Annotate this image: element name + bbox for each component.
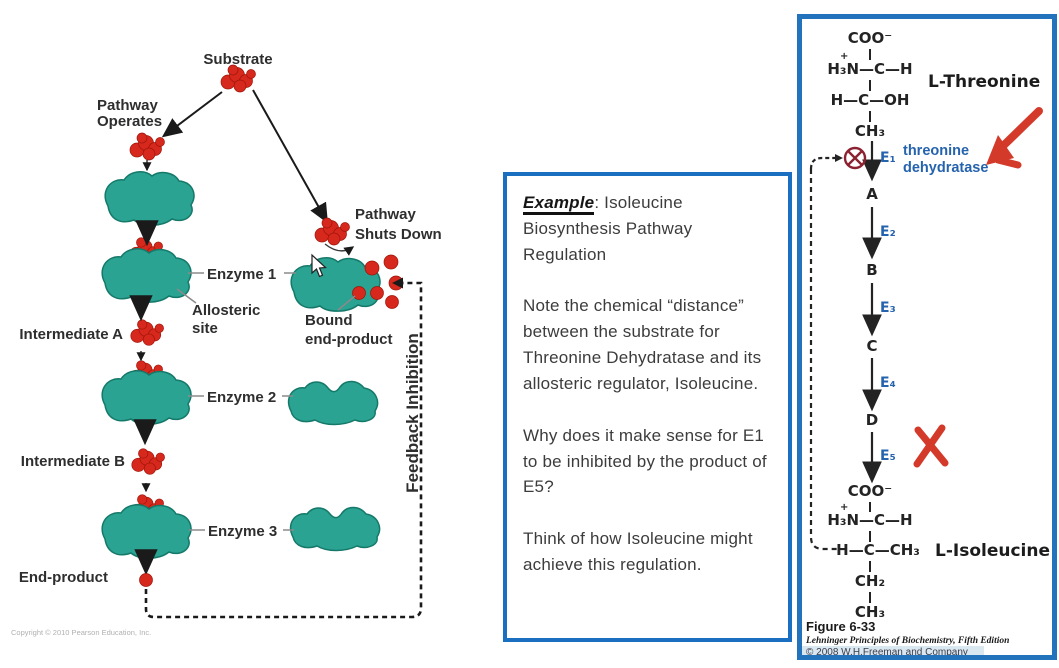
isoleucine-methyl-row: CH₃ <box>855 603 885 621</box>
note-paragraph-question: Why does it make sense for E1 to be inhi… <box>523 425 767 497</box>
pathway-operates-molecule <box>129 132 165 161</box>
intermediate-a-molecule <box>130 319 165 346</box>
threonine-dehydratase-label-2: dehydratase <box>903 160 988 176</box>
feedback-loop-arrowhead <box>392 277 403 289</box>
end-product-label: End-product <box>19 569 108 586</box>
isoleucine-branch-row: H—C—CH₃ <box>836 541 920 559</box>
pathway-shuts-down-label-2: Shuts Down <box>355 226 442 243</box>
intermediate-a: A <box>866 185 878 203</box>
enzyme2-label: Enzyme 2 <box>207 389 276 406</box>
rejected-substrate-molecule <box>314 217 350 246</box>
enzyme1-blob <box>101 248 192 303</box>
isoleucine-pathway-figure: COO⁻ + H₃N—C—H H—C—OH CH₃ L-Threonine E₁… <box>802 29 1050 658</box>
isoleucine-name: L-Isoleucine <box>935 541 1050 561</box>
figure-number: Figure 6-33 <box>806 619 875 634</box>
figure-source: Lehninger Principles of Biochemistry, Fi… <box>805 636 1009 646</box>
e5-label: E₅ <box>880 448 896 464</box>
threonine-amino-row: H₃N—C—H <box>827 60 912 78</box>
isoleucine-amino-row: H₃N—C—H <box>827 511 912 529</box>
substrate-left-arrow <box>161 91 223 138</box>
substrate-molecule <box>220 64 256 93</box>
allosteric-site-label-2: site <box>192 320 218 337</box>
red-x-annotation <box>913 424 949 468</box>
enzyme1-label: Enzyme 1 <box>207 266 276 283</box>
figure-6-33-panel: COO⁻ + H₃N—C—H H—C—OH CH₃ L-Threonine E₁… <box>797 14 1057 660</box>
substrate-right-arrow <box>252 89 328 224</box>
pathway-operates-label-1: Pathway <box>97 97 159 114</box>
intermediate-d: D <box>866 411 878 429</box>
enzyme2-relaxed-blob <box>287 380 379 426</box>
isoleucine-coo: COO⁻ <box>848 482 892 500</box>
note-heading-example: Example <box>523 193 595 215</box>
threonine-coo: COO⁻ <box>848 29 892 47</box>
mouse-cursor[interactable] <box>311 253 327 278</box>
figure-copyright: © 2008 W.H.Freeman and Company <box>806 647 968 655</box>
threonine-name: L-Threonine <box>928 72 1040 92</box>
enzyme3-relaxed-blob <box>289 506 381 552</box>
feedback-inhibition-diagram: Substrate Pathway Operates Pathway Shuts… <box>11 51 442 637</box>
e2-label: E₂ <box>880 224 896 240</box>
feedback-arrowhead <box>835 154 843 162</box>
threonine-dehydratase-label-1: threonine <box>903 143 969 159</box>
substrate-label: Substrate <box>203 51 272 68</box>
note-paragraph-think: Think of how Isoleucine might achieve th… <box>523 529 753 575</box>
end-product-molecule <box>139 573 153 587</box>
enzyme3-blob <box>101 504 192 559</box>
enzyme2-blob <box>101 370 192 425</box>
pathway-operates-label-2: Operates <box>97 113 162 130</box>
threonine-methyl-row: CH₃ <box>855 122 885 140</box>
isoleucine-plus-charge: + <box>840 502 848 513</box>
note-heading: Example: Isoleucine Biosynthesis Pathway… <box>523 190 772 267</box>
pearson-copyright: Copyright © 2010 Pearson Education, Inc. <box>11 628 151 637</box>
intermediate-a-label: Intermediate A <box>19 326 123 343</box>
substrate-reject-arrow <box>324 243 355 256</box>
inhibition-symbol <box>843 146 867 170</box>
enzyme-blob-top <box>104 171 195 226</box>
intermediate-b-label: Intermediate B <box>21 453 125 470</box>
bound-endproduct-pointer <box>337 295 356 311</box>
feedback-dashed-line <box>809 169 838 551</box>
intermediate-b-molecule <box>131 448 166 475</box>
note-paragraph-distance: Note the chemical “distance” between the… <box>523 296 762 393</box>
e3-label: E₃ <box>880 300 896 316</box>
feedback-inhibition-label: Feedback Inhibition <box>403 333 422 493</box>
allosteric-pointer <box>176 288 197 304</box>
e4-label: E₄ <box>880 375 896 391</box>
intermediate-b: B <box>866 261 877 279</box>
isoleucine-ch2-row: CH₂ <box>855 572 885 590</box>
feedback-dashed-top <box>809 156 838 170</box>
pathway-shuts-down-label-1: Pathway <box>355 206 417 223</box>
feedback-loop-dashed-line <box>144 281 423 619</box>
enzyme3-label: Enzyme 3 <box>208 523 277 540</box>
red-annotation-arrow <box>986 107 1043 169</box>
note-heading-rest: : Isoleucine Biosynthesis Pathway Regula… <box>523 193 693 264</box>
threonine-hydroxyl-row: H—C—OH <box>831 91 910 109</box>
allosteric-site-label-1: Allosteric <box>192 302 260 319</box>
note-box: Example: Isoleucine Biosynthesis Pathway… <box>503 172 792 642</box>
intermediate-c: C <box>866 337 877 355</box>
threonine-plus-charge: + <box>840 51 848 62</box>
bound-endproduct-label-2: end-product <box>305 331 393 348</box>
e1-label: E₁ <box>880 150 896 166</box>
bound-endproduct-label-1: Bound <box>305 312 352 329</box>
